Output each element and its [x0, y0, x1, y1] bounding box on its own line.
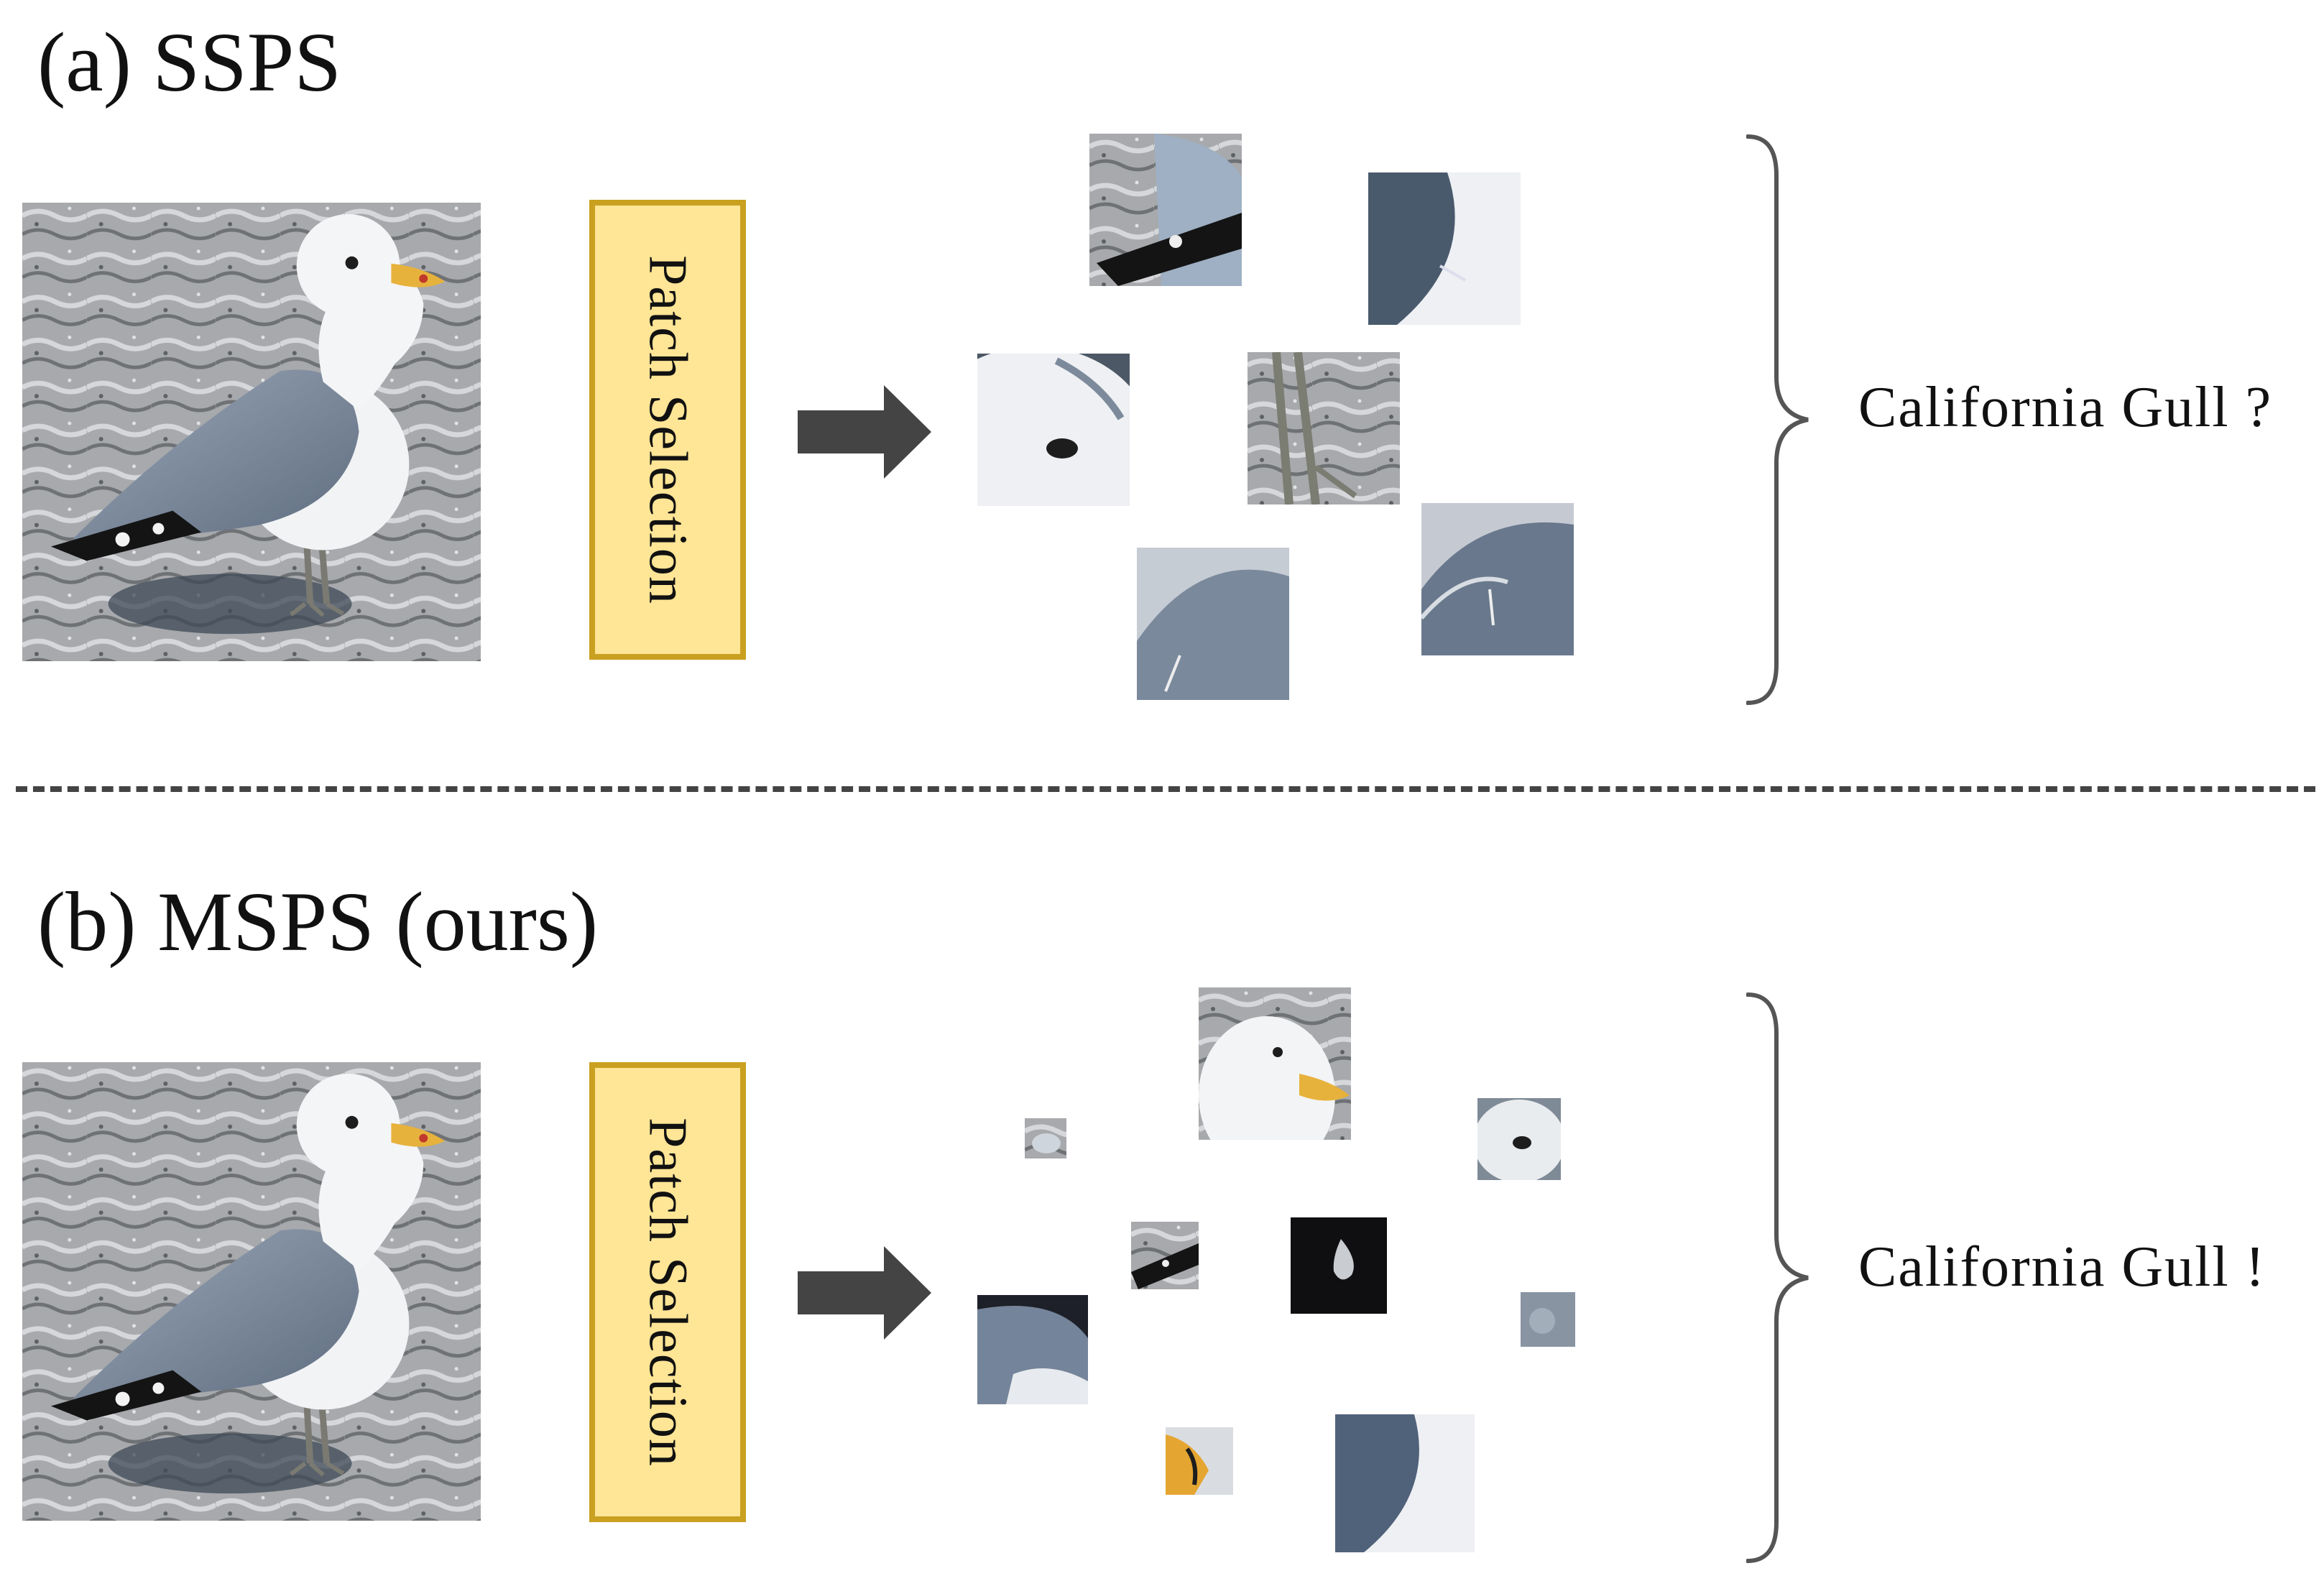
patch-selection-box: Patch Selection [589, 1062, 746, 1522]
image-patch [1089, 134, 1242, 286]
gull-photo [22, 1062, 481, 1521]
image-patch [1199, 987, 1351, 1140]
image-patch [977, 1295, 1088, 1404]
image-patch [1291, 1217, 1387, 1314]
image-patch [1137, 548, 1289, 700]
prediction-label-b: California Gull ! [1858, 1235, 2267, 1299]
gull-photo [22, 203, 481, 661]
image-patch [1477, 1098, 1561, 1180]
panel-b-title: (b) MSPS (ours) [37, 875, 599, 969]
prediction-label-a: California Gull ? [1858, 376, 2273, 439]
image-patch [1335, 1414, 1475, 1552]
patch-selection-box: Patch Selection [589, 200, 746, 660]
image-patch [1131, 1222, 1199, 1289]
patch-selection-label: Patch Selection [637, 1118, 698, 1467]
panel-divider [16, 786, 2315, 792]
image-patch [1421, 503, 1574, 655]
image-patch [1368, 172, 1521, 325]
right-brace-icon [1746, 132, 1811, 707]
image-patch [977, 354, 1130, 506]
image-patch [1025, 1118, 1066, 1158]
image-patch [1521, 1292, 1575, 1347]
image-patch [1166, 1427, 1233, 1495]
right-arrow-icon [798, 1246, 931, 1340]
right-brace-icon [1746, 990, 1811, 1565]
image-patch [1248, 352, 1400, 505]
right-arrow-icon [798, 385, 931, 479]
patch-selection-label: Patch Selection [637, 255, 698, 604]
panel-a-title: (a) SSPS [37, 15, 341, 109]
